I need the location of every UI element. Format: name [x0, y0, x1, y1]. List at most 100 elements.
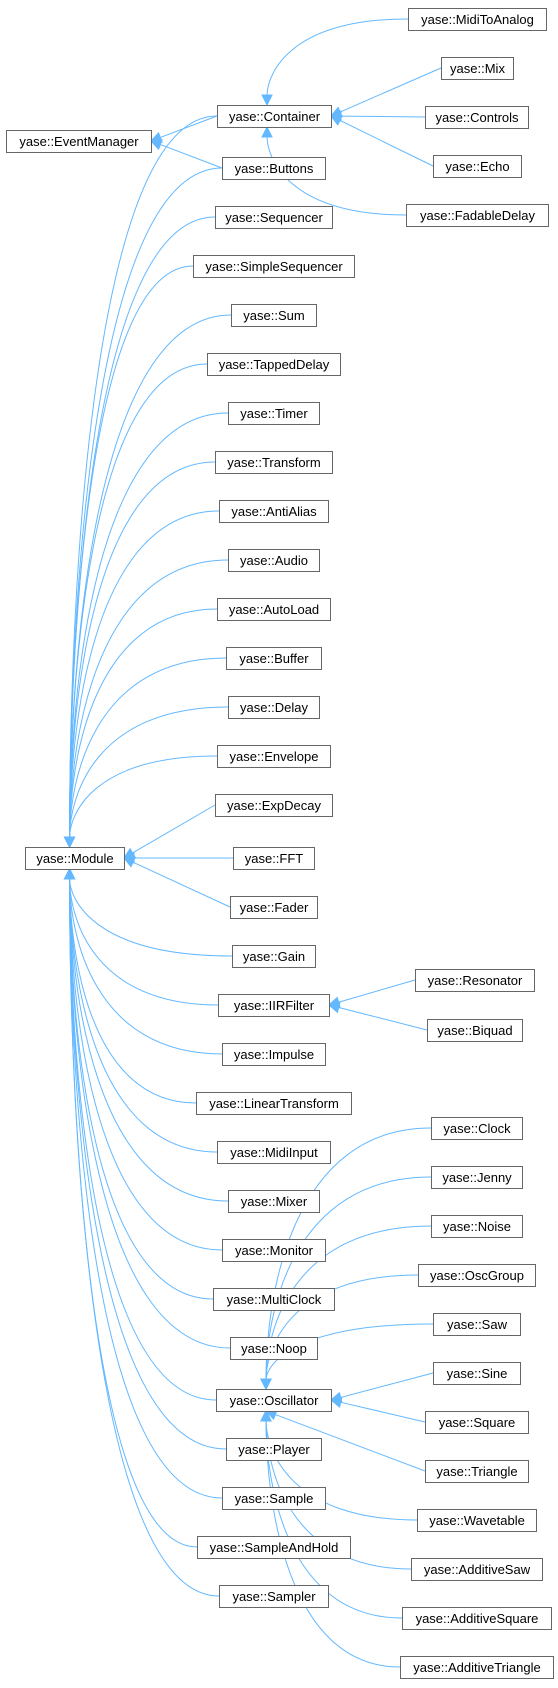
- class-node-sample[interactable]: yase::Sample: [222, 1487, 326, 1510]
- inheritance-edge: [69, 877, 227, 1450]
- class-node-buttons[interactable]: yase::Buttons: [222, 157, 326, 180]
- class-label: yase::IIRFilter: [234, 998, 315, 1013]
- class-node-oscillator[interactable]: yase::Oscillator: [216, 1389, 332, 1412]
- class-box: [215, 794, 333, 817]
- class-node-sampleandhold[interactable]: yase::SampleAndHold: [197, 1536, 351, 1559]
- class-label: yase::AntiAlias: [231, 504, 317, 519]
- class-box: [196, 1092, 352, 1115]
- class-node-sine[interactable]: yase::Sine: [433, 1362, 521, 1385]
- class-label: yase::Sum: [243, 308, 304, 323]
- class-node-timer[interactable]: yase::Timer: [228, 402, 320, 425]
- class-node-gain[interactable]: yase::Gain: [232, 945, 316, 968]
- inheritance-edge: [69, 363, 208, 839]
- inheritance-edge: [337, 1006, 428, 1031]
- class-node-eventmanager[interactable]: yase::EventManager: [6, 130, 152, 153]
- class-node-monitor[interactable]: yase::Monitor: [222, 1239, 326, 1262]
- class-node-wavetable[interactable]: yase::Wavetable: [417, 1509, 537, 1532]
- class-node-mix[interactable]: yase::Mix: [441, 57, 514, 80]
- class-box: [228, 402, 320, 425]
- inheritance-edge: [274, 1413, 426, 1472]
- class-node-container[interactable]: yase::Container: [217, 105, 332, 128]
- class-box: [222, 1239, 326, 1262]
- class-node-additivesaw[interactable]: yase::AdditiveSaw: [411, 1558, 543, 1581]
- class-node-player[interactable]: yase::Player: [226, 1438, 322, 1461]
- class-node-triangle[interactable]: yase::Triangle: [425, 1460, 529, 1483]
- class-node-antialias[interactable]: yase::AntiAlias: [219, 500, 329, 523]
- class-box: [217, 1141, 331, 1164]
- class-node-buffer[interactable]: yase::Buffer: [226, 647, 322, 670]
- class-node-resonator[interactable]: yase::Resonator: [415, 969, 535, 992]
- class-label: yase::LinearTransform: [209, 1096, 339, 1111]
- inheritance-edge: [131, 804, 216, 854]
- arrowhead-icon: [260, 1378, 272, 1391]
- arrowhead-icon: [329, 115, 343, 126]
- class-node-transform[interactable]: yase::Transform: [215, 451, 333, 474]
- class-label: yase::MidiToAnalog: [421, 12, 534, 27]
- class-node-sequencer[interactable]: yase::Sequencer: [215, 206, 333, 229]
- class-node-lineartransform[interactable]: yase::LinearTransform: [196, 1092, 352, 1115]
- class-node-impulse[interactable]: yase::Impulse: [222, 1043, 326, 1066]
- class-box: [431, 1117, 523, 1140]
- class-label: yase::AutoLoad: [229, 602, 319, 617]
- class-node-jenny[interactable]: yase::Jenny: [431, 1166, 523, 1189]
- class-label: yase::Fader: [240, 900, 309, 915]
- class-label: yase::Buffer: [239, 651, 309, 666]
- class-node-expdecay[interactable]: yase::ExpDecay: [215, 794, 333, 817]
- class-node-simplesequencer[interactable]: yase::SimpleSequencer: [193, 255, 355, 278]
- class-node-multiclock[interactable]: yase::MultiClock: [213, 1288, 335, 1311]
- class-label: yase::Sine: [447, 1366, 508, 1381]
- class-node-iirfilter[interactable]: yase::IIRFilter: [218, 994, 330, 1017]
- class-node-additivetriangle[interactable]: yase::AdditiveTriangle: [400, 1656, 554, 1679]
- class-node-autoload[interactable]: yase::AutoLoad: [217, 598, 331, 621]
- arrowhead-icon: [327, 1001, 341, 1014]
- arrowhead-icon: [260, 1409, 272, 1422]
- class-node-fader[interactable]: yase::Fader: [230, 896, 318, 919]
- class-node-envelope[interactable]: yase::Envelope: [217, 745, 331, 768]
- class-label: yase::TappedDelay: [219, 357, 330, 372]
- inheritance-edge: [69, 877, 197, 1104]
- class-node-biquad[interactable]: yase::Biquad: [427, 1019, 523, 1042]
- inheritance-edge: [337, 979, 416, 1003]
- class-label: yase::Triangle: [436, 1464, 517, 1479]
- class-node-noise[interactable]: yase::Noise: [431, 1215, 523, 1238]
- class-node-oscgroup[interactable]: yase::OscGroup: [418, 1264, 536, 1287]
- class-node-noop[interactable]: yase::Noop: [230, 1337, 318, 1360]
- class-node-sampler[interactable]: yase::Sampler: [219, 1585, 329, 1608]
- class-node-delay[interactable]: yase::Delay: [228, 696, 320, 719]
- class-label: yase::Resonator: [428, 973, 523, 988]
- inheritance-edge: [69, 877, 223, 1055]
- arrowhead-icon: [63, 836, 76, 849]
- class-node-midiinput[interactable]: yase::MidiInput: [217, 1141, 331, 1164]
- class-node-fadabledelay[interactable]: yase::FadableDelay: [406, 204, 549, 227]
- class-node-sum[interactable]: yase::Sum: [231, 304, 317, 327]
- class-label: yase::Noise: [443, 1219, 511, 1234]
- class-node-fft[interactable]: yase::FFT: [233, 847, 315, 870]
- class-label: yase::Saw: [447, 1317, 508, 1332]
- class-box: [222, 1043, 326, 1066]
- class-node-tappeddelay[interactable]: yase::TappedDelay: [207, 353, 341, 376]
- class-box: [218, 994, 330, 1017]
- class-node-saw[interactable]: yase::Saw: [433, 1313, 521, 1336]
- class-node-module[interactable]: yase::Module: [25, 847, 125, 870]
- inheritance-edge: [69, 510, 220, 839]
- class-node-audio[interactable]: yase::Audio: [228, 549, 320, 572]
- class-node-mixer[interactable]: yase::Mixer: [228, 1190, 320, 1213]
- class-box: [222, 157, 326, 180]
- inheritance-edge: [159, 143, 223, 169]
- class-box: [217, 105, 332, 128]
- class-box: [415, 969, 535, 992]
- class-label: yase::Monitor: [235, 1243, 314, 1258]
- class-label: yase::EventManager: [19, 134, 139, 149]
- inheritance-edge: [339, 1372, 434, 1399]
- inheritance-edge: [69, 412, 229, 839]
- class-node-square[interactable]: yase::Square: [425, 1411, 529, 1434]
- class-node-clock[interactable]: yase::Clock: [431, 1117, 523, 1140]
- class-node-echo[interactable]: yase::Echo: [433, 155, 522, 178]
- inheritance-edge: [265, 1419, 418, 1521]
- class-label: yase::Sample: [235, 1491, 314, 1506]
- class-node-additivesquare[interactable]: yase::AdditiveSquare: [402, 1607, 552, 1630]
- class-label: yase::Noop: [241, 1341, 307, 1356]
- class-node-controls[interactable]: yase::Controls: [425, 106, 529, 129]
- class-node-miditoanalog[interactable]: yase::MidiToAnalog: [408, 8, 547, 31]
